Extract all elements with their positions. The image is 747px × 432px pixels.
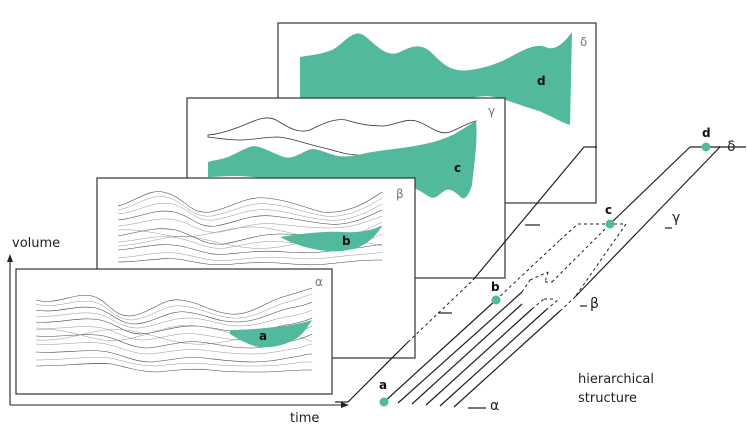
beta-area [280, 226, 382, 252]
panel-alpha: α a [15, 268, 333, 395]
region-d-label: d [537, 74, 546, 88]
region-a-label: a [259, 329, 267, 343]
node-a-label: a [379, 378, 387, 392]
level-alpha-label: α [490, 398, 499, 414]
node-d-label: d [702, 126, 711, 140]
node-a [379, 397, 389, 407]
volume-time-axes [7, 254, 349, 408]
hierarchy-tree [335, 146, 746, 409]
gamma-top-outline [207, 117, 477, 156]
x-axis-label: time [290, 411, 319, 426]
region-c-label: c [454, 161, 461, 175]
y-axis-label: volume [12, 236, 60, 251]
node-d [701, 142, 711, 152]
panel-gamma-level: γ [488, 104, 495, 118]
hierarchy-caption-line1: hierarchical [578, 372, 654, 387]
level-gamma-label: γ [672, 210, 680, 226]
level-beta-label: β [590, 296, 599, 312]
node-b-label: b [491, 280, 500, 294]
hierarchy-caption-line2: structure [578, 391, 637, 406]
alpha-streamlines [35, 287, 313, 373]
alpha-area [230, 320, 312, 348]
panel-beta-level: β [396, 187, 404, 201]
region-b-label: b [342, 234, 351, 248]
panel-alpha-level: α [315, 275, 323, 289]
level-delta-label: δ [727, 139, 736, 155]
node-c [605, 219, 615, 229]
node-b [491, 295, 501, 305]
node-c-label: c [605, 203, 612, 217]
panel-delta-level: δ [580, 35, 587, 49]
